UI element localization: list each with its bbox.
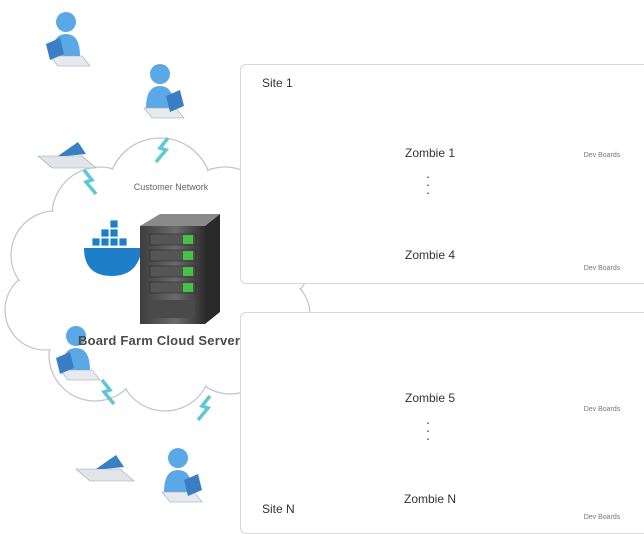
- laptop-icon-1: [37, 142, 97, 169]
- user-icon-4: [161, 448, 203, 503]
- dev-boards-label-2: Dev Boards: [583, 265, 621, 272]
- user-icon-3: [56, 326, 101, 381]
- server-label-zombie-1: Zombie 1: [404, 146, 456, 160]
- ellipsis-site-n: ···: [425, 414, 431, 446]
- site-1-label: Site 1: [262, 76, 293, 90]
- site-n-panel: [240, 312, 644, 534]
- site-1-panel: [240, 64, 644, 284]
- lightning-icon-4: [196, 394, 212, 422]
- server-label-zombie-5: Zombie 5: [404, 391, 456, 405]
- ellipsis-site-1: ···: [425, 168, 431, 200]
- lightning-icon-2: [154, 136, 170, 164]
- dev-boards-label-3: Dev Boards: [583, 406, 621, 413]
- user-icon-1: [46, 12, 91, 67]
- rack-server-icon: [140, 214, 220, 324]
- laptop-icon-2: [75, 455, 135, 482]
- lightning-icon-1: [82, 168, 98, 196]
- user-icon-2: [143, 64, 185, 119]
- site-n-label: Site N: [262, 502, 295, 516]
- server-label-zombie-n: Zombie N: [403, 492, 456, 506]
- server-label-zombie-4: Zombie 4: [404, 248, 456, 262]
- cloud-server-title: Board Farm Cloud Server: [78, 333, 241, 348]
- customer-network-label: Customer Network: [133, 182, 209, 192]
- dev-boards-label-4: Dev Boards: [583, 514, 621, 521]
- lightning-icon-3: [100, 378, 116, 406]
- docker-whale-icon: [84, 219, 150, 276]
- dev-boards-label-1: Dev Boards: [583, 152, 621, 159]
